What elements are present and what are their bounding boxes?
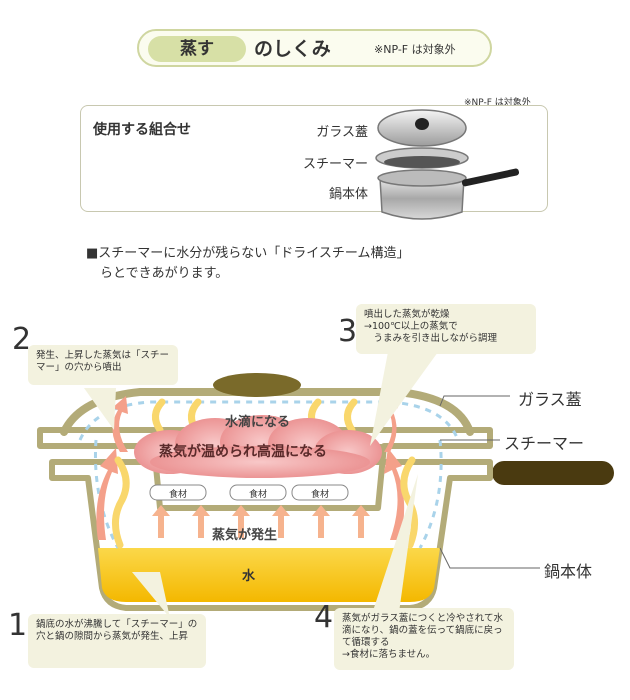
combo-label-pot: 鍋本体 xyxy=(328,187,368,202)
step1-callout: 鍋底の水が沸騰して「スチーマー」の穴と鍋の隙間から蒸気が発生、上昇 xyxy=(28,614,206,668)
leader-lines xyxy=(439,395,540,569)
steam-rise-label: 蒸気が発生 xyxy=(212,528,278,543)
step4-number: 4 xyxy=(314,600,334,635)
step4-callout: 蒸気がガラス蓋につくと冷やされて水滴になり、鍋の蓋を伝って鍋底に戻って循環する … xyxy=(334,608,514,670)
steamer-side-label: スチーマー xyxy=(504,434,585,453)
callout4-pointer xyxy=(370,474,418,620)
food-items xyxy=(149,484,349,501)
step2-number: 2 xyxy=(12,322,32,357)
callout1-pointer xyxy=(132,572,170,618)
food-label-3: 食材 xyxy=(310,490,329,500)
step1-number: 1 xyxy=(8,608,28,643)
combo-label-steamer: スチーマー xyxy=(302,157,368,172)
title-tag: 蒸す xyxy=(148,36,246,62)
combination-title: 使用する組合せ xyxy=(93,122,191,138)
feature-note: ■スチーマーに水分が残らない「ドライスチーム構造」 らとできあがります。 xyxy=(86,244,506,284)
lid-side-label: ガラス蓋 xyxy=(518,390,582,409)
combination-box xyxy=(80,105,548,212)
page-title: のしくみ xyxy=(254,38,331,60)
pot-handle xyxy=(492,461,614,485)
feature-note-line1: ■スチーマーに水分が残らない「ドライスチーム構造」 xyxy=(86,246,410,261)
food-label-2: 食材 xyxy=(248,490,267,500)
pot-side-label: 鍋本体 xyxy=(544,562,593,581)
step3-callout: 噴出した蒸気が乾燥 →100℃以上の蒸気で うまみを引き出しながら調理 xyxy=(356,304,536,354)
hot-steam-cloud xyxy=(134,415,382,478)
callout3-pointer xyxy=(370,352,438,446)
step3-number: 3 xyxy=(338,314,358,349)
feature-note-line2: らとできあがります。 xyxy=(100,266,229,281)
droplets-label: 水滴になる xyxy=(225,415,291,430)
title-note: ※NP-F は対象外 xyxy=(374,43,456,56)
step2-callout: 発生、上昇した蒸気は「スチーマー」の穴から噴出 xyxy=(28,345,178,385)
combo-note: ※NP-F は対象外 xyxy=(464,98,531,108)
water-label: 水 xyxy=(242,569,256,584)
water xyxy=(98,548,440,602)
condensation-lines xyxy=(78,400,460,549)
steam-arrows-inner xyxy=(152,505,370,538)
food-label-1: 食材 xyxy=(168,490,187,500)
hot-steam-label: 蒸気が温められ高温になる xyxy=(159,444,327,460)
callout2-pointer xyxy=(84,388,116,430)
combo-label-lid: ガラス蓋 xyxy=(316,125,368,140)
